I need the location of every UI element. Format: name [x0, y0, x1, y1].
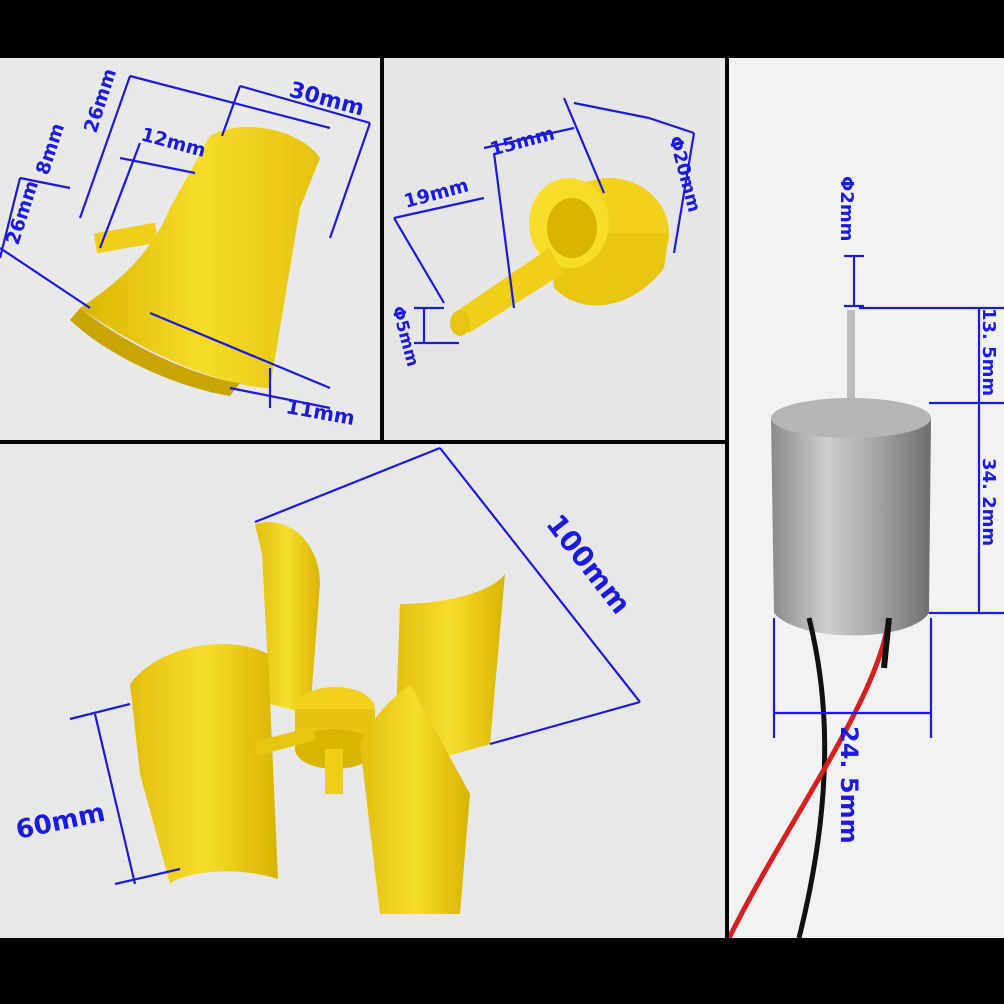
rotor-diagram: 100mm 60mm	[13, 446, 641, 914]
blade-panel: 30mm 26mm 12mm 8mm 26mm 11mm	[0, 58, 380, 440]
hub-dim-15: 15mm	[488, 122, 557, 160]
blade-dim-11: 11mm	[284, 394, 357, 430]
blade-dim-8: 8mm	[32, 121, 69, 178]
rotor-blade-front-right	[360, 684, 470, 914]
motor-dim-24-5: 24. 5mm	[835, 726, 863, 844]
rotor-blade-back-left	[255, 522, 320, 714]
blade-dim-26-left: 26mm	[2, 178, 43, 248]
rotor-panel: 100mm 60mm	[0, 444, 725, 938]
blade-dim-26-top: 26mm	[80, 66, 121, 136]
rotor-dim-60: 60mm	[13, 798, 108, 846]
blade-shape	[80, 127, 320, 388]
blade-arm	[93, 222, 159, 254]
motor-dim-phi2: Φ2mm	[836, 176, 857, 241]
blade-dim-12: 12mm	[139, 124, 208, 162]
hub-shaft	[454, 248, 564, 333]
hub-dim-phi5: Φ5mm	[387, 304, 422, 369]
blade-diagram: 30mm 26mm 12mm 8mm 26mm 11mm	[0, 66, 372, 430]
blade-dim-30: 30mm	[286, 78, 366, 122]
motor-wire-red	[729, 617, 892, 938]
motor-shaft	[847, 310, 855, 402]
rotor-dim-100: 100mm	[539, 508, 637, 620]
hub-diagram: 15mm 19mm Φ20mm Φ5mm	[387, 97, 705, 369]
hub-panel: 15mm 19mm Φ20mm Φ5mm	[384, 58, 725, 440]
motor-dim-13-5: 13. 5mm	[978, 308, 999, 396]
hub-dim-19: 19mm	[402, 174, 471, 212]
hub-dim-phi20: Φ20mm	[664, 134, 704, 215]
motor-dim-34-2: 34. 2mm	[978, 458, 999, 546]
motor-body	[771, 399, 931, 636]
motor-diagram: Φ2mm 13. 5mm 34. 2mm 24. 5mm	[729, 176, 1004, 938]
rotor-blade-front-left	[130, 644, 278, 884]
motor-panel: Φ2mm 13. 5mm 34. 2mm 24. 5mm	[729, 58, 1004, 938]
motor-wire-black	[796, 617, 828, 938]
